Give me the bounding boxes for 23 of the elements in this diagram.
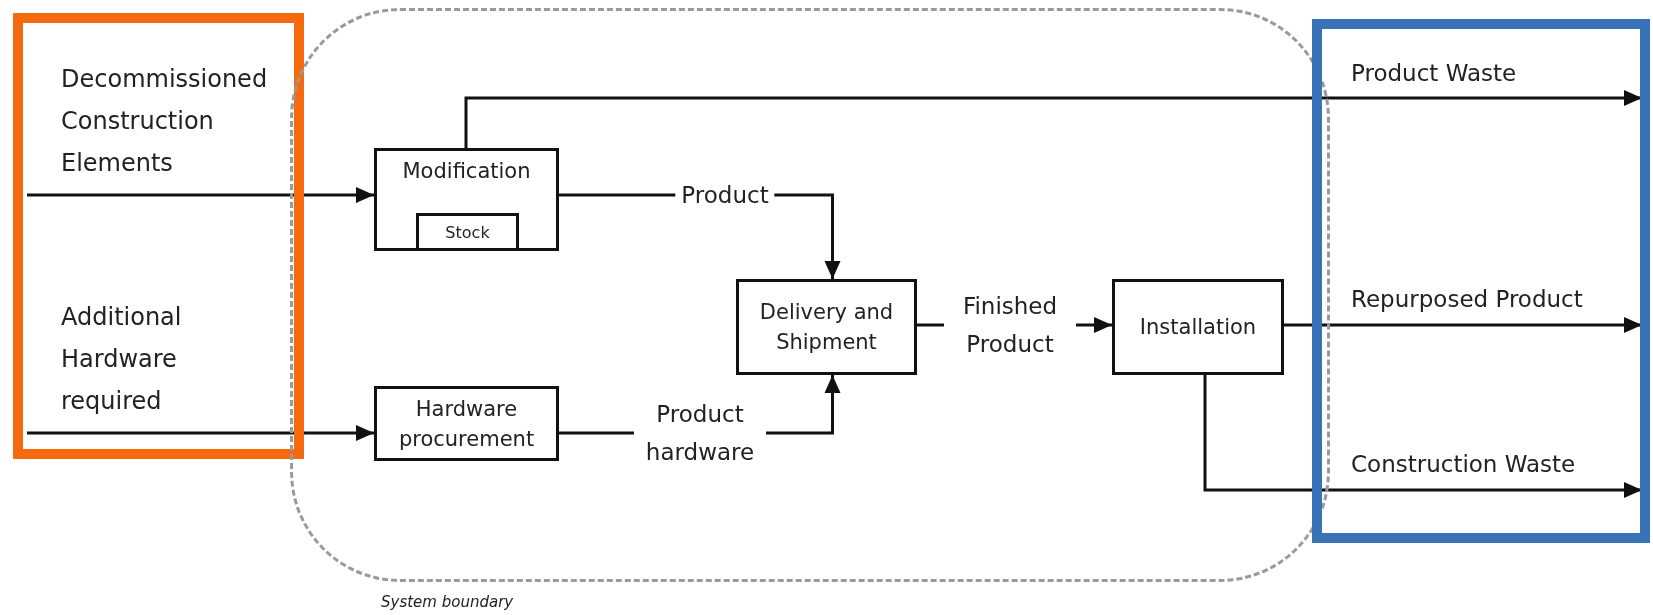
process-box [374,148,559,251]
process-box [736,279,917,375]
highlight-frame [13,13,304,459]
arrow [27,187,374,203]
process-label: Hardware procurement [397,395,536,453]
edge-label: Repurposed Product [1351,285,1583,314]
arrow [27,425,374,441]
stock-box [416,213,519,251]
process-label: Installation [1139,314,1257,341]
process-box [1112,279,1284,375]
process-label: Modification [401,159,532,183]
stock-label: Stock [445,222,490,242]
input-label: Additional Hardware required [61,302,183,417]
process-label: Delivery and Shipment [758,299,895,356]
boundary-label: System boundary [381,593,514,611]
edge-label: Product Waste [1351,59,1517,88]
edge-label: Construction Waste [1351,450,1576,479]
arrow [1203,375,1642,498]
process-box [374,386,559,461]
arrow [464,90,1642,148]
input-label: Decommissioned Construction Elements [61,64,266,179]
arrow [1284,317,1642,333]
highlight-frame [1312,19,1650,543]
